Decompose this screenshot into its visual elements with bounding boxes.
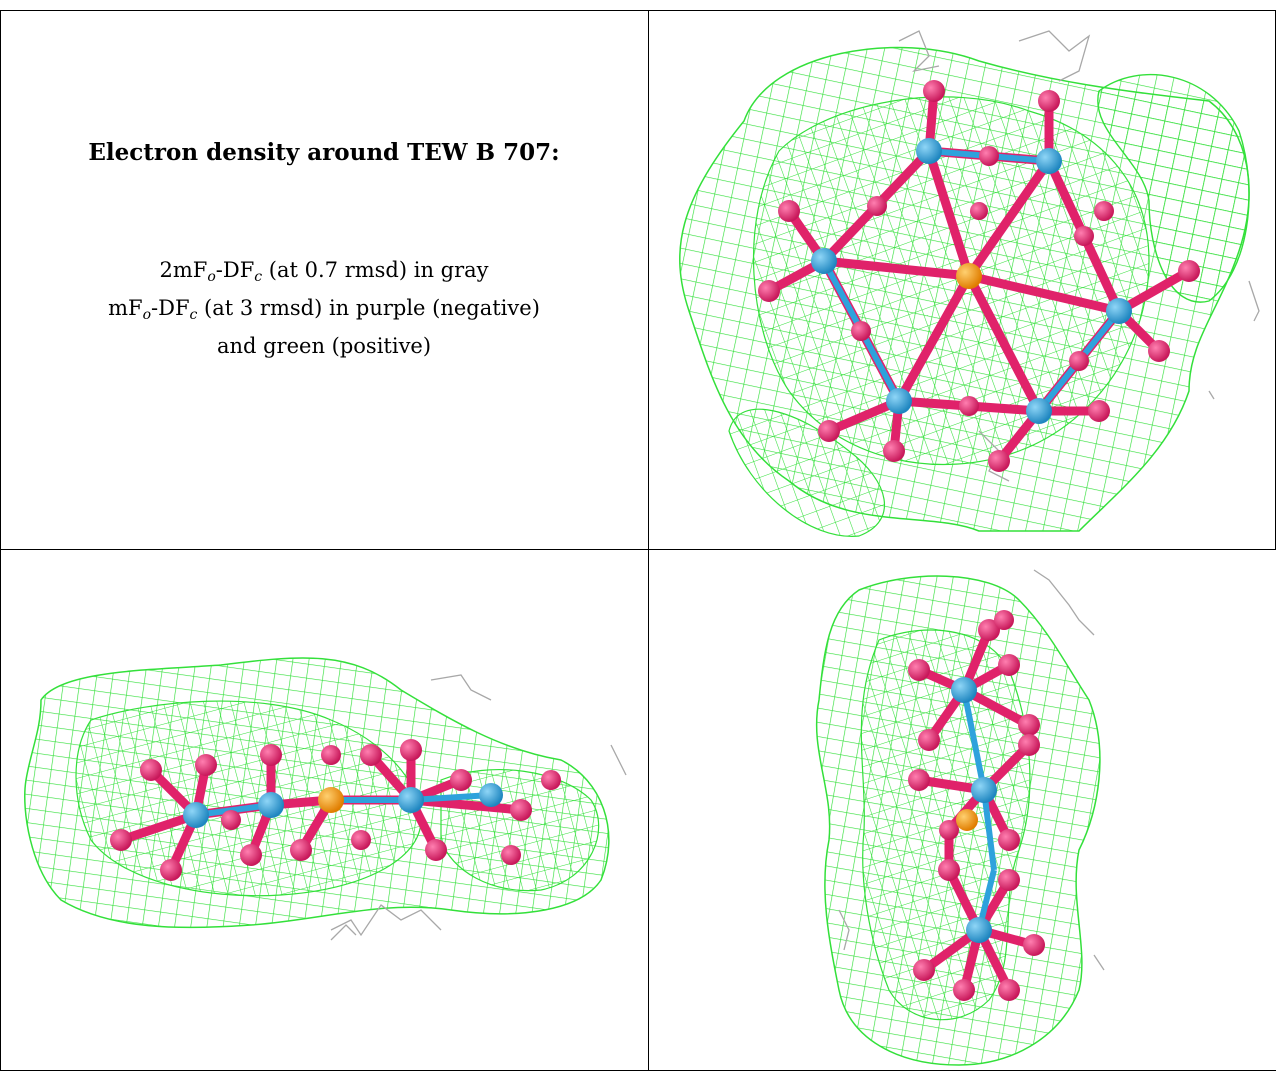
table-border-top [0,10,1276,11]
tellurium-atom [956,263,982,289]
oxygen-atoms-end [908,610,1045,1001]
table-border-middle [0,549,1276,550]
density-view-end-on [649,550,1275,1070]
table-border-left [0,10,1,1071]
positive-density-mesh-side [24,657,610,929]
caption-cell: Electron density around TEW B 707: 2mFo-… [0,11,648,549]
twomfo-density-mesh-side [330,674,627,941]
tungsten-atoms-end [951,677,997,943]
twomfo-density-mesh [898,30,1260,482]
tungsten-atoms [811,138,1132,424]
figure-title: Electron density around TEW B 707: [88,139,560,166]
table-border-center [648,10,649,1071]
molecule-side [110,739,561,881]
oxygen-atoms [758,80,1200,472]
twomfo-density-mesh-end [838,569,1105,971]
tungsten-atoms-side [183,783,503,828]
tellurium-atom-side [318,787,344,813]
tellurium-atom-end [956,809,978,831]
map-legend: 2mFo-DFc (at 0.7 rmsd) in gray mFo-DFc (… [0,255,648,362]
legend-line-3: and green (positive) [216,334,432,358]
legend-line-2mfo: 2mFo-DFc (at 0.7 rmsd) in gray [159,258,489,285]
oxygen-atoms-side [110,739,561,881]
density-view-top [649,11,1275,549]
density-view-side [1,550,648,1070]
molecule-end [908,610,1045,1001]
legend-line-mfo: mFo-DFc (at 3 rmsd) in purple (negative) [108,296,540,323]
molecule-top [758,80,1200,472]
